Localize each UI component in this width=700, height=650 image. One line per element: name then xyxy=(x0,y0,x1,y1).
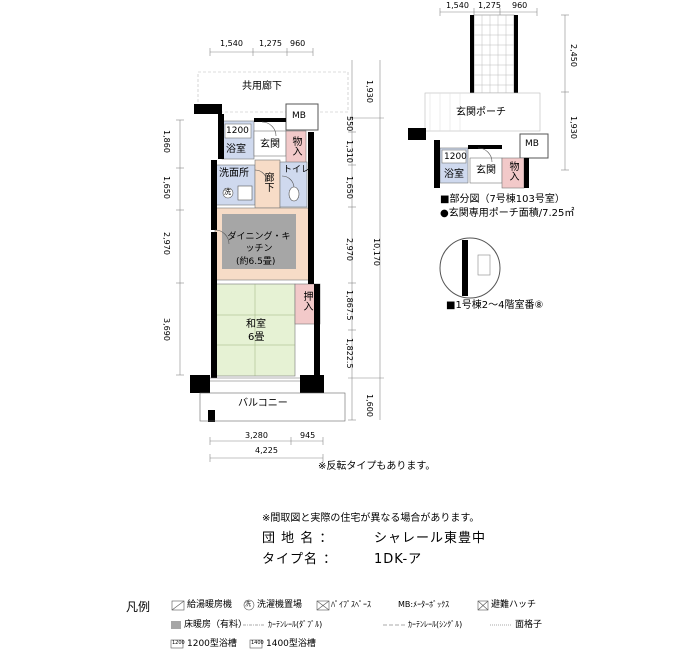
type-label: タイプ名 ： xyxy=(262,552,338,567)
main-dim-lines xyxy=(176,48,384,462)
main-top-dim-3: 960 xyxy=(290,39,306,48)
right-dim-6: 10,170 xyxy=(372,238,381,266)
left-dim-3: 2,970 xyxy=(162,232,171,255)
partial-right-dim-2: 1,930 xyxy=(569,116,578,139)
type-name: 1DK-ア xyxy=(374,552,423,567)
complex-name: シャレール東豊中 xyxy=(374,531,487,546)
dk-label: ダイニング・キッチン xyxy=(227,232,291,254)
main-top-dim-1: 1,540 xyxy=(220,39,243,48)
partial-mb-box xyxy=(519,133,549,159)
dk-size-label: (約6.5畳) xyxy=(236,257,276,267)
legend-lattice: 面格子 xyxy=(515,620,543,630)
washer-icon xyxy=(222,187,234,199)
porch-hatch xyxy=(429,93,461,131)
legend-curtain-single: ｶｰﾃﾝﾚｰﾙ(ｼﾝｸﾞﾙ) xyxy=(408,620,463,629)
door-swings xyxy=(214,121,295,245)
reverse-note: ※反転タイプもあります。 xyxy=(318,461,436,472)
complex-label: 団 地 名 ： xyxy=(262,531,334,546)
partial-right-dim-1: 2,450 xyxy=(569,44,578,67)
porch-area xyxy=(424,92,541,132)
washbasin-icon xyxy=(237,185,253,201)
partial-top-dim-1: 1,540 xyxy=(446,1,469,10)
oshiire-label: 押入 xyxy=(301,291,312,311)
bottom-dim-3: 4,225 xyxy=(255,446,278,455)
entrance-label: 玄関 xyxy=(260,139,280,150)
japanese-room-size: 6畳 xyxy=(248,332,265,343)
legend-title: 凡例 xyxy=(126,600,151,614)
right-dim-3: 1,310 xyxy=(345,140,354,163)
partial-bath-label: 浴室 xyxy=(444,169,464,180)
partial-dim-lines xyxy=(439,8,569,171)
mb-label: MB xyxy=(292,111,306,121)
main-top-dim-2: 1,275 xyxy=(259,39,282,48)
right-dim-2: 550 xyxy=(345,116,354,132)
legend-washer-space: 洗濯機置場 xyxy=(257,600,303,610)
entrance-area xyxy=(253,130,287,157)
legend-water-heater: 給湯暖房機 xyxy=(187,600,233,610)
partial-top-dim-2: 1,275 xyxy=(478,1,501,10)
porch-area-note: ●玄関専用ポーチ面積/7.25㎡ xyxy=(440,208,575,219)
right-dim-9: 1,600 xyxy=(365,394,374,417)
tatami-lines xyxy=(215,284,295,376)
balcony-label: バルコニー xyxy=(238,398,288,409)
mb-box xyxy=(285,103,319,131)
balcony-lines xyxy=(199,377,346,422)
partial-wall-left xyxy=(408,128,426,140)
storage-top-label: 物入 xyxy=(290,136,301,156)
floor-heating-area xyxy=(222,214,296,269)
partial-bathtub xyxy=(441,149,467,164)
legend-curtain-double: ｶｰﾃﾝﾚｰﾙ(ﾀﾞﾌﾞﾙ) xyxy=(268,620,323,629)
legend-bath1200-icon: 1200 xyxy=(172,640,185,646)
bath-size-label: 1200 xyxy=(226,126,249,136)
detail-circle xyxy=(439,237,501,299)
washroom-label: 洗面所 xyxy=(219,168,249,179)
toilet-label: トイレ xyxy=(283,165,311,175)
partial-walls xyxy=(434,140,529,188)
corridor-label: 共用廊下 xyxy=(242,81,282,92)
japanese-room-label: 和室 xyxy=(246,319,266,330)
toilet-icon xyxy=(288,186,300,202)
disclaimer-note: ※間取図と実際の住宅が異なる場合があります。 xyxy=(262,513,480,524)
partial-mb-label: MB xyxy=(525,139,539,149)
left-dim-2: 1,650 xyxy=(162,176,171,199)
partial-entrance-label: 玄関 xyxy=(476,165,496,176)
partial-storage-label: 物入 xyxy=(507,161,518,181)
legend-bath1400: 1400型浴槽 xyxy=(266,639,316,649)
bathtub xyxy=(224,123,252,139)
left-dim-4: 3,690 xyxy=(162,318,171,341)
main-walls xyxy=(190,104,324,422)
legend-pipe-space: ﾊﾟｲﾌﾟｽﾍﾟｰｽ xyxy=(331,600,371,609)
left-dim-1: 1,860 xyxy=(162,130,171,153)
building-note: ■1号棟2～4階室番⑧ xyxy=(446,300,544,311)
right-dim-7: 1,867.5 xyxy=(345,290,354,321)
bath-label: 浴室 xyxy=(226,144,246,155)
right-dim-1: 1,930 xyxy=(365,80,374,103)
bottom-dim-2: 945 xyxy=(300,431,316,440)
partial-note: ■部分図（7号棟103号室） xyxy=(440,194,565,205)
washer-label: 洗 xyxy=(224,188,231,196)
legend-mb: MB:ﾒｰﾀｰﾎﾞｯｸｽ xyxy=(398,600,450,609)
legend-floor-heating: 床暖房（有料） xyxy=(184,620,248,630)
right-dim-4: 1,650 xyxy=(345,176,354,199)
bottom-dim-1: 3,280 xyxy=(245,431,268,440)
legend-bath1200: 1200型浴槽 xyxy=(187,639,237,649)
legend-washer-symbol: 洗 xyxy=(245,601,252,608)
partial-bath-size: 1200 xyxy=(444,152,467,162)
hall-label: 廊下 xyxy=(262,172,273,192)
legend-symbols xyxy=(170,599,512,649)
partial-top-dim-3: 960 xyxy=(512,1,528,10)
legend-hatch: 避難ハッチ xyxy=(491,600,537,610)
porch-label: 玄関ポーチ xyxy=(456,107,506,118)
legend-bath1400-icon: 1400 xyxy=(251,640,264,646)
stair-grid xyxy=(470,14,518,94)
right-dim-8: 1,822.5 xyxy=(345,338,354,369)
corridor-outline xyxy=(197,71,349,113)
right-dim-5: 2,970 xyxy=(345,238,354,261)
partial-door-swing xyxy=(477,147,493,163)
